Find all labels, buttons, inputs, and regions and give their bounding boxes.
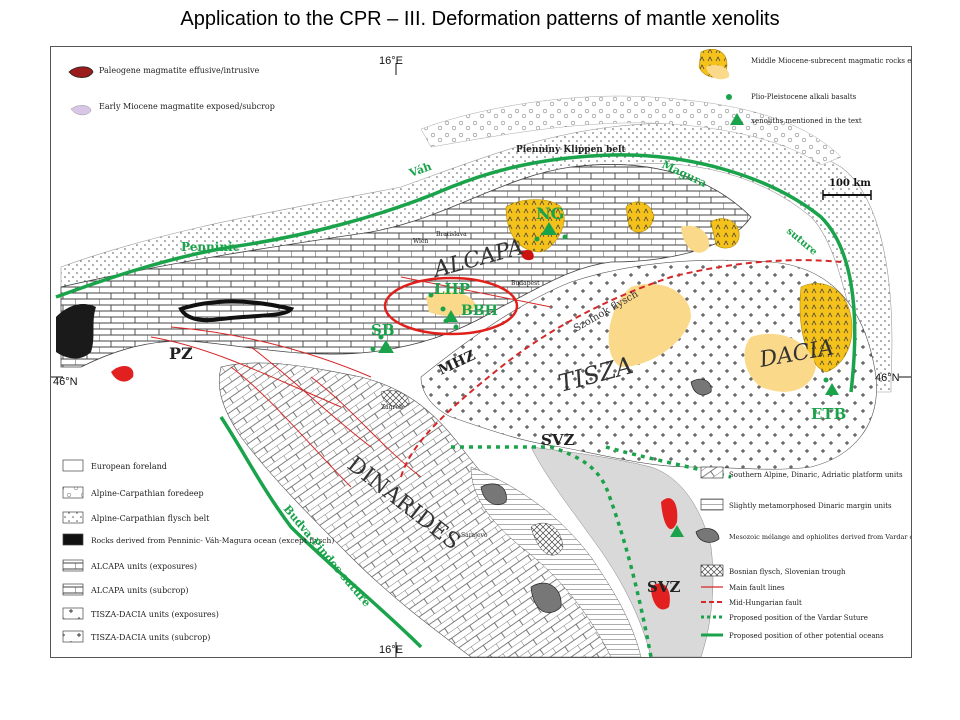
highlight-ellipse <box>383 276 519 336</box>
legend-vardar-suture: Proposed position of the Vardar Suture <box>729 614 868 622</box>
legend-early-miocene: Early Miocene magmatite exposed/subcrop <box>99 102 275 111</box>
magmatic-subcrop-2 <box>744 333 816 392</box>
legend-penninic-rocks: Rocks derived from Penninic- Váh-Magura … <box>91 536 334 545</box>
xenolith-sb <box>378 340 394 353</box>
map-canvas: 16°E 16°E 46°N 46°N 100 km Paleogene mag… <box>51 49 911 657</box>
magmatic-legend-swatch-2 <box>706 65 730 80</box>
site-etb: ETB <box>811 405 846 423</box>
foredeep-region <box>420 95 842 166</box>
early-miocene-swatch <box>70 105 92 116</box>
paleogene-swatch <box>68 66 94 79</box>
legend-tisza-exposures: TISZA-DACIA units (exposures) <box>91 610 219 619</box>
xenolith-etb <box>825 383 839 395</box>
city-sarajevo: Sarajevo <box>461 532 488 539</box>
site-ng: NG <box>536 204 564 223</box>
city-bratislava: Bratislava <box>436 231 467 238</box>
melange-legend-swatch <box>695 528 720 543</box>
red-patch-2 <box>651 583 670 610</box>
label-pieniny: Pienniny Klippen belt <box>516 145 626 155</box>
red-patch-3 <box>521 249 534 261</box>
budva-pindos-suture <box>219 416 423 649</box>
dinaric-margin-region <box>470 466 642 657</box>
label-svz-2: SVZ <box>647 578 680 596</box>
red-patch-pz <box>111 365 134 382</box>
tisza-dacia-region <box>420 259 877 470</box>
legend-melange: Mesozoic mélange and ophiolites derived … <box>729 533 911 541</box>
legend-foredeep: Alpine-Carpathian foredeep <box>90 489 204 498</box>
vardar-suture <box>451 445 653 657</box>
melange-1 <box>480 483 507 506</box>
lon-label-bottom: 16°E <box>379 644 403 656</box>
label-pz: PZ <box>169 344 193 363</box>
xenolith-ng <box>541 222 557 235</box>
scale-bar-label: 100 km <box>829 178 871 189</box>
legend-southern-alpine: Southern Alpine, Dinaric, Adriatic platf… <box>729 471 903 479</box>
xenolith-bbh <box>444 310 458 322</box>
legend-dinaric-margin: Slightly metamorphosed Dinaric margin un… <box>729 502 892 510</box>
scale-bar <box>822 190 872 200</box>
legend-other-oceans: Proposed position of other potential oce… <box>729 632 884 640</box>
mid-hungarian-fault <box>400 259 842 478</box>
legend-flysch-belt: Alpine-Carpathian flysch belt <box>90 514 210 523</box>
penninic-rocks-2 <box>178 299 295 323</box>
legend-mid-hungarian: Mid-Hungarian fault <box>729 599 802 607</box>
city-budapest: Budapest <box>511 280 540 287</box>
melange-2 <box>530 582 562 613</box>
label-penninic: Penninic <box>181 240 240 254</box>
city-wien: Wien <box>413 238 429 245</box>
lat-label-left: 46°N <box>53 376 78 388</box>
slovenian-trough <box>380 390 410 408</box>
label-svz-1: SVZ <box>541 431 574 449</box>
city-zagreb: Zagreb <box>381 404 403 411</box>
legend-european-foreland: European foreland <box>91 462 167 471</box>
label-suture: suture <box>784 226 819 258</box>
magmatic-subcrop-3 <box>681 225 710 253</box>
xenolith-triangles <box>378 113 839 537</box>
legend-alkali-basalts: Plio-Pleistocene alkali basalts <box>751 93 857 101</box>
legend-xenoliths: xenoliths mentioned in the text <box>751 117 862 125</box>
legend-alcapa-subcrop: ALCAPA units (subcrop) <box>90 586 189 595</box>
penninic-suture <box>55 153 857 393</box>
lon-label-top: 16°E <box>379 55 403 67</box>
lat-label-right: 46°N <box>875 372 900 384</box>
magmatic-4 <box>799 282 853 373</box>
magmatic-2 <box>625 201 655 233</box>
xenolith-svz <box>670 525 684 537</box>
legend-bottom-left-swatches <box>62 459 84 643</box>
legend-middle-miocene: Middle Miocene-subrecent magmatic rocks … <box>751 57 911 65</box>
legend-bottom-right-swatches <box>700 466 724 637</box>
site-lhp: LHP <box>434 280 470 298</box>
site-bbh: BBH <box>461 303 498 319</box>
magmatic-3 <box>710 218 740 249</box>
xenolith-legend-triangle <box>730 113 744 125</box>
penninic-rocks <box>56 304 96 359</box>
geological-map: 16°E 16°E 46°N 46°N 100 km Paleogene mag… <box>50 46 912 658</box>
vardar-suture-east <box>605 445 732 479</box>
legend-tisza-subcrop: TISZA-DACIA units (subcrop) <box>91 633 210 642</box>
legend-alcapa-exposures: ALCAPA units (exposures) <box>90 562 197 571</box>
slide-title: Application to the CPR – III. Deformatio… <box>180 8 780 30</box>
alkali-basalt-dots <box>370 94 829 383</box>
legend-paleogene: Paleogene magmatite effusive/intrusive <box>99 66 260 75</box>
legend-bosnian-flysch: Bosnian flysch, Slovenian trough <box>729 568 846 576</box>
legend-main-faults: Main fault lines <box>729 584 785 592</box>
melange-3 <box>690 378 712 396</box>
main-fault-lines <box>150 276 552 488</box>
magmatic-ng <box>505 199 565 253</box>
red-patch-1 <box>661 498 678 530</box>
magmatic-lhp <box>426 291 476 317</box>
bosnian-flysch <box>530 522 564 556</box>
magmatic-subcrop-1 <box>608 283 691 367</box>
site-sb: SB <box>371 321 395 339</box>
